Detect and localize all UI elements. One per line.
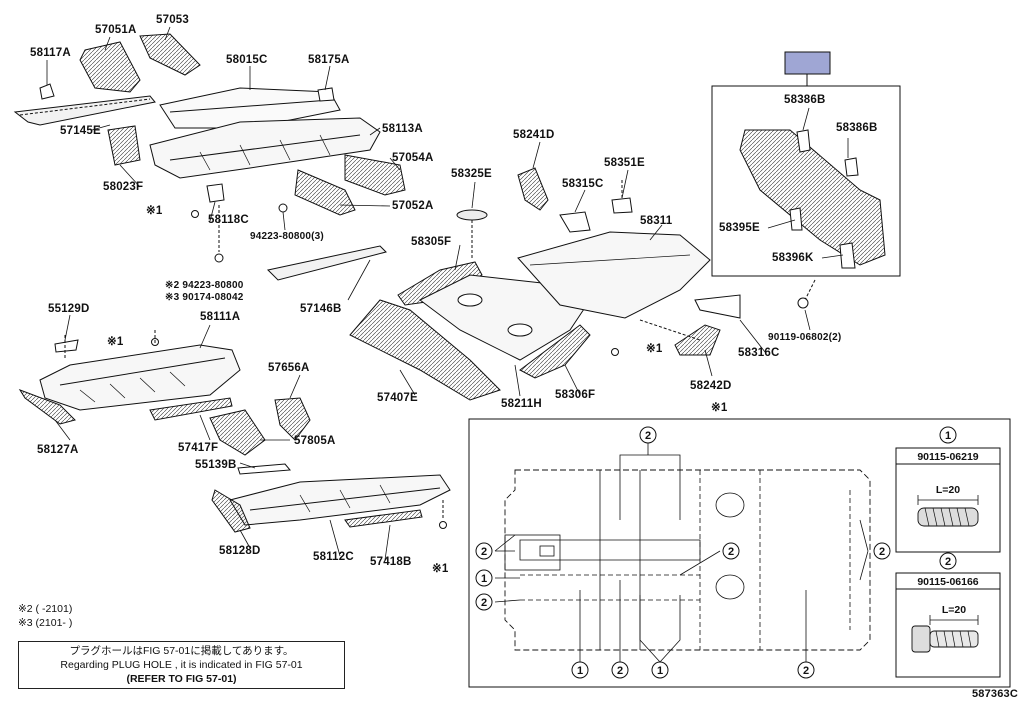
label-58211H[interactable]: 58211H [501,398,542,410]
label-58175A[interactable]: 58175A [308,54,350,66]
fastener-location-detail [468,418,1011,688]
bolt1-circle: 1 [945,430,951,442]
circle-2-center: 2 [728,546,734,558]
label-x2-94223[interactable]: ※2 94223-80800 [165,280,244,291]
circle-2-bottom: 2 [617,665,623,677]
bolt1-length: L=20 [936,484,960,496]
marker-x1-b: ※1 [107,336,124,348]
marker-x1-c: ※1 [432,563,449,575]
label-x3-90174[interactable]: ※3 90174-08042 [165,292,244,303]
rear-floor-group [211,463,451,533]
bolt2-length: L=20 [942,604,966,616]
marker-x1-a: ※1 [146,205,163,217]
label-58127A[interactable]: 58127A [37,444,79,456]
rear-floor-panel-58311 [517,167,741,356]
circle-2-left: 2 [481,546,487,558]
label-58386B-b[interactable]: 58386B [836,122,878,134]
label-55139B[interactable]: 55139B [195,459,237,471]
figure-reference-code: 587363C [971,688,1018,700]
rocker-rail-57146B [266,245,387,281]
label-57417F[interactable]: 57417F [178,442,219,454]
label-58306F[interactable]: 58306F [555,389,596,401]
circle-2-top: 2 [645,430,651,442]
label-58351E[interactable]: 58351E [604,157,645,169]
circle-1-bottom-b: 1 [657,665,663,677]
label-58311[interactable]: 58311 [640,215,673,227]
label-58118C[interactable]: 58118C [208,214,249,226]
bolt2-part-number: 90115-06166 [917,576,978,588]
label-57805A[interactable]: 57805A [294,435,336,447]
label-58316C[interactable]: 58316C [738,347,780,359]
note-x2-range: ※2 ( -2101) [18,603,73,615]
label-57052A[interactable]: 57052A [392,200,434,212]
circle-1-bottom-a: 1 [577,665,583,677]
label-57053[interactable]: 57053 [156,14,189,26]
plug-notice-en: Regarding PLUG HOLE , it is indicated in… [60,659,303,671]
label-58111A[interactable]: 58111A [200,311,241,323]
plug-hole-notice: プラグホールはFIG 57-01に掲載してあります。 Regarding PLU… [18,641,345,689]
circle-1-left: 1 [481,573,487,585]
rear-center-floor-group [349,209,591,401]
label-94223-80800-3[interactable]: 94223-80800(3) [250,231,324,242]
label-58241D[interactable]: 58241D [513,129,555,141]
label-57418B[interactable]: 57418B [370,556,412,568]
label-57051A[interactable]: 57051A [95,24,137,36]
label-55129D[interactable]: 55129D [48,303,90,315]
label-58325E[interactable]: 58325E [451,168,492,180]
marker-x1-d: ※1 [646,343,663,355]
label-58117A[interactable]: 58117A [30,47,71,59]
label-58023F[interactable]: 58023F [103,181,144,193]
label-58395E[interactable]: 58395E [719,222,760,234]
label-57407E[interactable]: 57407E [377,392,418,404]
circle-2-right: 2 [879,546,885,558]
label-90119-06802[interactable]: 90119-06802(2) [768,332,842,343]
plug-notice-jp: プラグホールはFIG 57-01に掲載してあります。 [69,645,294,657]
leader-lines [46,26,849,561]
bolt1-part-number: 90115-06219 [917,451,978,463]
label-57146B[interactable]: 57146B [300,303,342,315]
label-58113A[interactable]: 58113A [382,123,423,135]
circle-2-bottom-right: 2 [803,665,809,677]
marker-x1-e: ※1 [711,402,728,414]
bolt2-circle: 2 [945,556,951,568]
label-58386B-a[interactable]: 58386B [784,94,826,106]
note-x3-range: ※3 (2101- ) [18,617,73,629]
front-floor-panel-group [13,33,406,263]
label-58315C[interactable]: 58315C [562,178,604,190]
label-58015C[interactable]: 58015C [226,54,268,66]
label-57054A[interactable]: 57054A [392,152,434,164]
quarter-panel-inset [711,51,901,309]
label-58112C[interactable]: 58112C [313,551,354,563]
label-57145E[interactable]: 57145E [60,125,101,137]
label-58396K[interactable]: 58396K [772,252,814,264]
label-58242D[interactable]: 58242D [690,380,732,392]
circle-2-left-lower: 2 [481,597,487,609]
label-57656A[interactable]: 57656A [268,362,310,374]
center-floor-group [18,330,311,456]
plug-notice-ref: (REFER TO FIG 57-01) [126,673,237,685]
label-58305F[interactable]: 58305F [411,236,452,248]
label-58128D[interactable]: 58128D [219,545,261,557]
